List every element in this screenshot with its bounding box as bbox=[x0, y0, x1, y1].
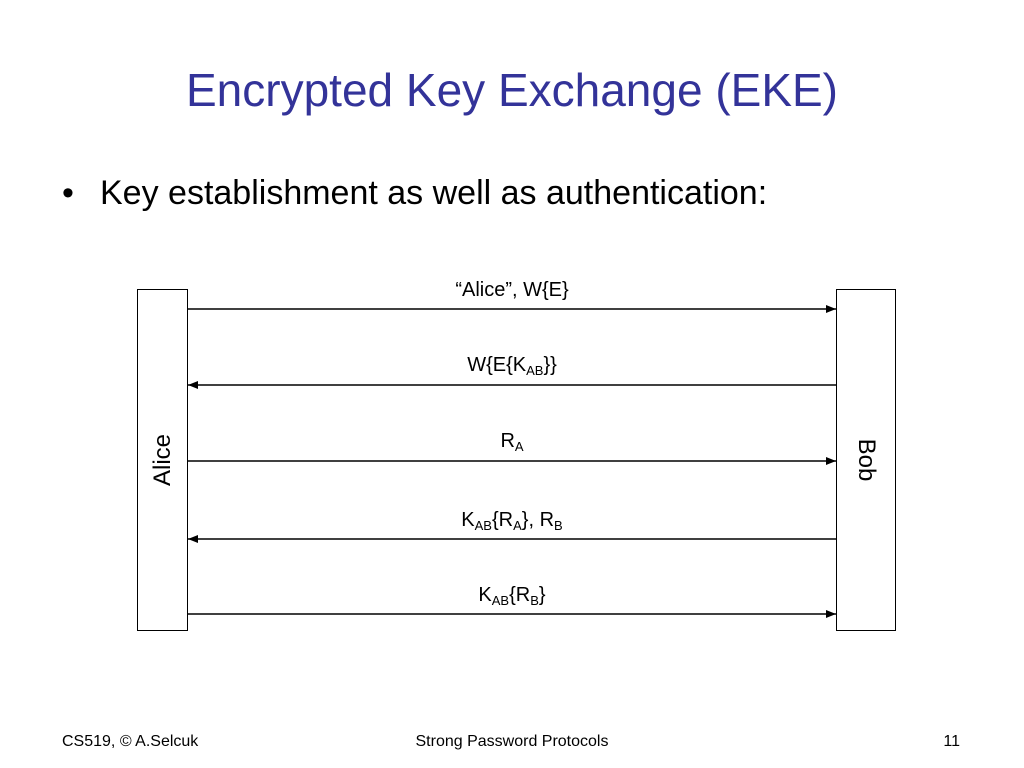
bullet-text: Key establishment as well as authenticat… bbox=[100, 174, 768, 212]
slide-number: 11 bbox=[943, 733, 960, 750]
footer-topic: Strong Password Protocols bbox=[415, 733, 609, 750]
message-2-arrow bbox=[188, 381, 836, 389]
arrowhead bbox=[826, 610, 836, 618]
alice-label: Alice bbox=[148, 433, 176, 487]
bob-label: Bob bbox=[853, 438, 880, 482]
arrowhead bbox=[188, 381, 198, 389]
arrowhead bbox=[188, 535, 198, 543]
slide-title: Encrypted Key Exchange (EKE) bbox=[186, 64, 838, 116]
bob-lifeline-box: Bob bbox=[836, 289, 896, 631]
message-4-arrow bbox=[188, 535, 836, 543]
message-2-label: W{E{KAB}} bbox=[467, 354, 557, 378]
arrowhead bbox=[826, 305, 836, 313]
bullet-item: • Key establishment as well as authentica… bbox=[62, 170, 767, 216]
bullet-marker: • bbox=[62, 174, 74, 212]
message-5-arrow bbox=[188, 610, 836, 618]
message-1-label: “Alice”, W{E} bbox=[455, 279, 569, 301]
footer-course: CS519, © A.Selcuk bbox=[62, 733, 199, 750]
message-4-label: KAB{RA}, RB bbox=[461, 509, 563, 533]
message-1-arrow bbox=[188, 305, 836, 313]
message-3-label: RA bbox=[500, 430, 524, 454]
message-5-label: KAB{RB} bbox=[478, 584, 546, 608]
alice-lifeline-box: Alice bbox=[137, 289, 188, 631]
message-3-arrow bbox=[188, 457, 836, 465]
arrowhead bbox=[826, 457, 836, 465]
